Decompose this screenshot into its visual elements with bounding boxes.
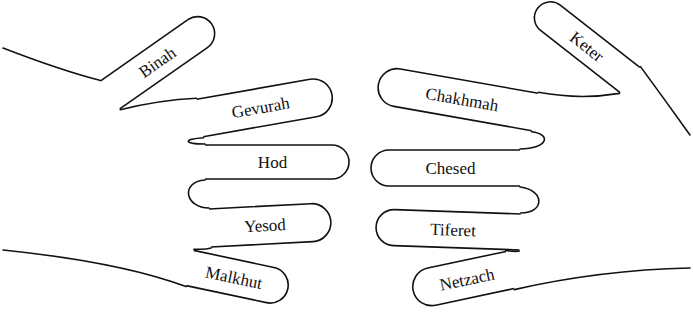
sefirah-name: Tiferet	[430, 220, 476, 239]
finger-label-holder: Netzach	[408, 250, 514, 310]
hand-outline	[3, 48, 100, 80]
finger-outline	[209, 203, 332, 247]
finger: Tiferet	[374, 208, 520, 251]
hand-outline	[188, 138, 205, 144]
sefirah-name: Binah	[136, 43, 179, 80]
hand-outline	[194, 248, 211, 249]
finger-outline	[186, 250, 291, 306]
finger-outline	[197, 76, 336, 137]
sefirah-name: Yesod	[244, 216, 287, 235]
sefirah-name: Netzach	[438, 265, 496, 293]
hand-outline	[641, 67, 691, 135]
hand-outline	[3, 250, 186, 287]
finger-outline	[409, 251, 514, 309]
finger: Chakhmah	[374, 65, 539, 132]
finger-label-holder: Chakhmah	[374, 65, 539, 132]
hand-outline	[539, 92, 620, 96]
finger: Chesed	[370, 149, 520, 187]
finger-outline	[371, 150, 520, 186]
finger: Malkhut	[186, 249, 293, 307]
finger: Keter	[527, 0, 641, 93]
sefirah-name: Malkhut	[204, 263, 264, 292]
finger: Hod	[205, 144, 350, 180]
finger-label-holder: Hod	[205, 144, 350, 180]
finger-outline	[375, 209, 520, 250]
sefirah-name: Chesed	[425, 160, 475, 177]
finger-outline	[205, 145, 349, 179]
sefirah-name: Keter	[567, 28, 607, 65]
finger: Binah	[100, 9, 223, 110]
finger-label-holder: Chesed	[370, 149, 520, 187]
finger-outline	[528, 0, 640, 93]
hand-outline	[188, 180, 209, 208]
hand-outline	[520, 132, 544, 149]
hand-outline	[520, 187, 539, 213]
sefirah-name: Hod	[258, 154, 287, 171]
finger-outline	[375, 66, 538, 131]
finger-outline	[100, 10, 221, 109]
finger-label-holder: Gevurah	[197, 75, 337, 138]
finger: Yesod	[209, 202, 333, 248]
finger: Gevurah	[197, 75, 337, 138]
sefirah-name: Gevurah	[230, 94, 291, 121]
finger-label-holder: Yesod	[209, 202, 333, 248]
finger-label-holder: Binah	[100, 9, 223, 110]
finger: Netzach	[408, 250, 514, 310]
sefirah-name: Chakhmah	[424, 84, 499, 114]
finger-label-holder: Keter	[527, 0, 641, 93]
hand-outline	[514, 268, 690, 290]
finger-label-holder: Malkhut	[186, 249, 293, 307]
finger-label-holder: Tiferet	[374, 208, 520, 251]
